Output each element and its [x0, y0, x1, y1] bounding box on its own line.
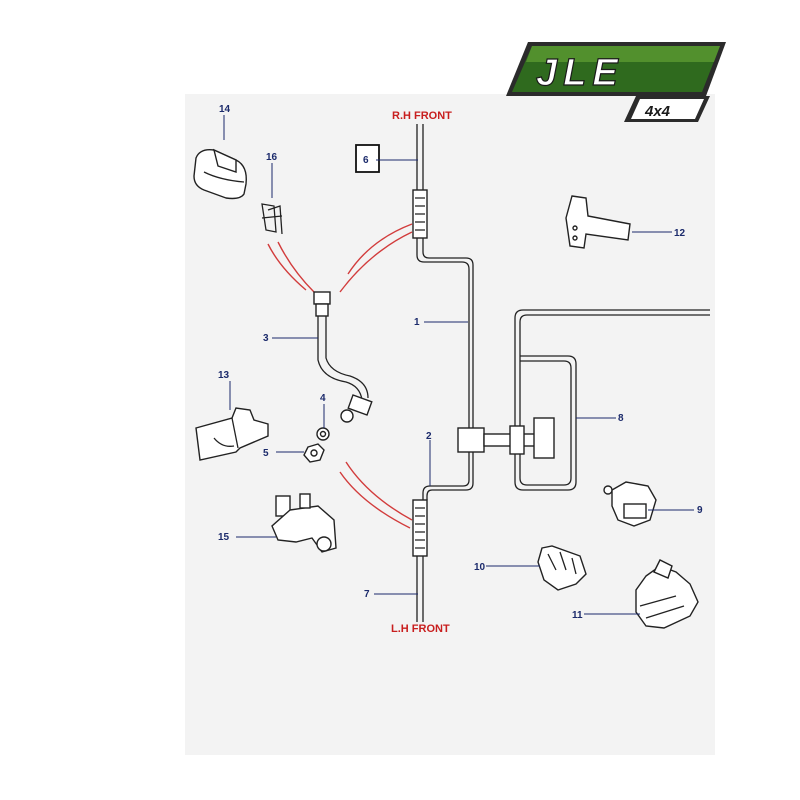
- callout-7: 7: [364, 589, 370, 600]
- twin-clip-part-11: [635, 559, 699, 629]
- callout-3: 3: [263, 333, 269, 344]
- valve-part-15: [271, 493, 337, 553]
- callout-9: 9: [697, 505, 703, 516]
- indicator-line-upper-b: [339, 231, 413, 293]
- spring-clip-part-16: [261, 203, 283, 235]
- logo-brand-text: JLE: [536, 52, 624, 94]
- logo-sub-text: 4x4: [644, 103, 671, 120]
- callout-5: 5: [263, 448, 269, 459]
- indicator-line-upper-a: [347, 223, 413, 275]
- brake-pipe-main: [412, 124, 474, 622]
- rh-front-label: R.H FRONT: [392, 110, 452, 122]
- callout-12: 12: [674, 228, 686, 239]
- jle-logo: JLE 4x4: [506, 42, 726, 122]
- callout-13: 13: [218, 370, 230, 381]
- callout-1: 1: [414, 317, 420, 328]
- indicator-line-left-b: [277, 241, 315, 293]
- callout-10: 10: [474, 562, 486, 573]
- callout-15: 15: [218, 532, 230, 543]
- nut-part-5: [303, 443, 325, 463]
- clip-part-14: [193, 148, 247, 200]
- indicator-line-lower-a: [345, 461, 413, 521]
- callout-16: 16: [266, 152, 278, 163]
- callout-2: 2: [426, 431, 432, 442]
- lh-front-label: L.H FRONT: [391, 623, 450, 635]
- callout-8: 8: [618, 413, 624, 424]
- callout-4: 4: [320, 393, 326, 404]
- brake-hose-part-3: [313, 291, 373, 423]
- leader-lines: [223, 115, 694, 615]
- washer-part-4: [316, 427, 330, 441]
- callout-6-box: [355, 144, 380, 173]
- diagram-panel: [185, 94, 715, 755]
- bracket-part-12: [565, 195, 631, 249]
- callout-6: 6: [363, 155, 369, 166]
- brake-junction: [457, 309, 710, 491]
- grommet-part-9: [603, 481, 657, 527]
- callout-11: 11: [572, 610, 583, 621]
- indicator-line-left-a: [267, 243, 307, 291]
- callout-14: 14: [219, 104, 231, 115]
- pipe-clip-part-10: [537, 545, 587, 591]
- bracket-part-13: [195, 407, 269, 461]
- indicator-line-lower-b: [339, 471, 411, 529]
